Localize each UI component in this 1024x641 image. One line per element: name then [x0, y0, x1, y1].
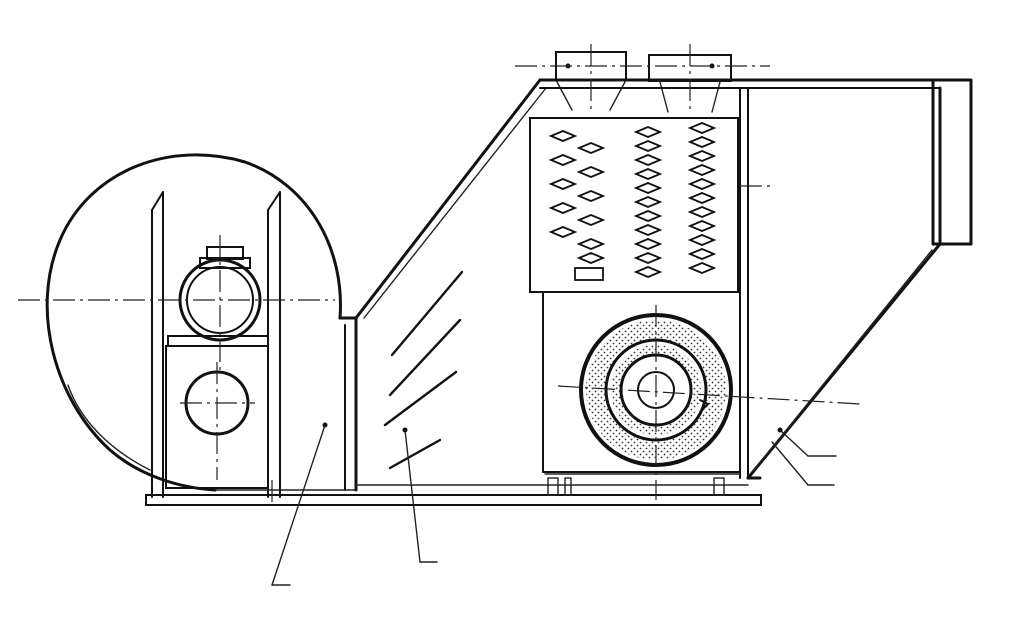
outlet-flange	[931, 78, 973, 246]
outlet-wall	[746, 242, 942, 480]
fan-volute-housing	[45, 153, 358, 492]
centerlines	[18, 44, 861, 505]
cabinet-box	[538, 78, 942, 479]
motor	[167, 246, 269, 347]
top-collars	[555, 51, 732, 113]
leader-lines	[271, 422, 837, 586]
base-rail	[145, 477, 762, 506]
wheel-housing-box	[529, 291, 741, 475]
perforation-slots	[548, 122, 717, 281]
duct-hatch	[383, 270, 464, 470]
